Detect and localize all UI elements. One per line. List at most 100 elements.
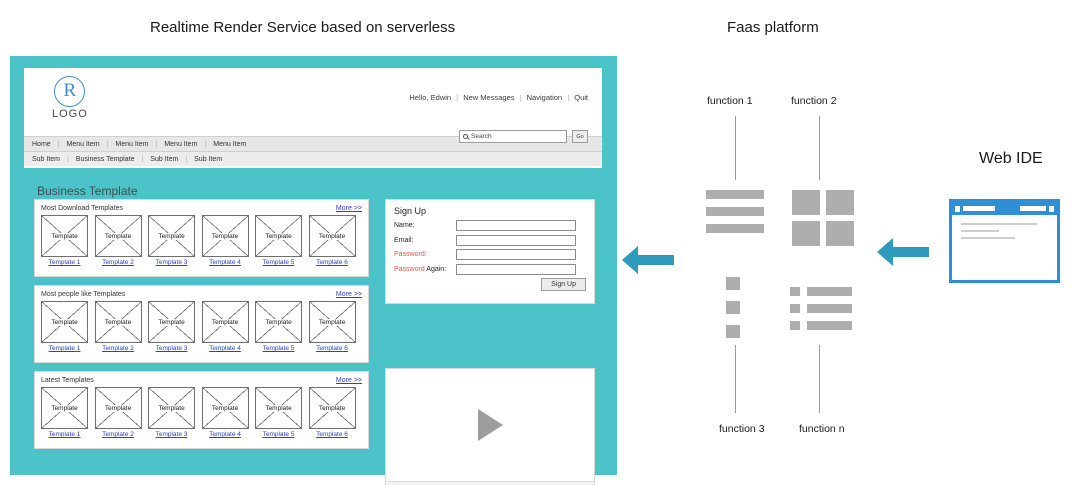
menu-item-home[interactable]: Home [32,140,51,148]
template-card[interactable]: Template Template 3 [148,301,195,352]
template-placeholder-label: Template [316,232,348,240]
search-go-button[interactable]: Go [572,130,588,143]
function-2-label: function 2 [791,95,837,107]
template-link[interactable]: Template 3 [155,345,188,352]
arrow-shaft [892,247,929,257]
list-bullet [790,321,800,330]
template-link[interactable]: Template 5 [262,431,295,438]
window-control-icon[interactable] [1049,205,1054,212]
template-link[interactable]: Template 6 [316,345,348,352]
password-again-field[interactable] [456,263,576,275]
template-placeholder-label: Template [263,232,294,240]
window-control-icon[interactable] [955,205,960,212]
template-card[interactable]: Template Template 2 [94,387,142,438]
ide-code-area[interactable] [952,215,1057,247]
template-link[interactable]: Template 6 [316,259,348,266]
template-link[interactable]: Template 1 [48,345,81,352]
template-card[interactable]: Template Template 1 [41,301,88,352]
field-label: Password: [394,251,427,258]
email-field[interactable] [456,234,576,246]
top-link-new-messages[interactable]: New Messages [463,93,515,102]
sub-menu-item-2[interactable]: Sub Item [150,155,179,163]
thumbnail-row: Template Template 1 Template Template 2 … [41,387,362,438]
template-link[interactable]: Template 3 [155,259,188,266]
square-item [726,277,740,290]
list-line [807,321,852,330]
template-card[interactable]: Template Template 6 [308,387,356,438]
template-placeholder-label: Template [102,232,134,240]
top-link-quit[interactable]: Quit [574,93,588,102]
template-placeholder-label: Template [156,318,187,326]
template-card[interactable]: Template Template 4 [201,301,249,352]
site-header: R LOGO Hello, Edwin | New Messages | Nav… [24,68,602,143]
menu-item-3[interactable]: Menu Item [164,140,198,148]
signup-actions: Sign Up [394,278,586,291]
sub-menu-item-business-template[interactable]: Business Template [75,155,135,163]
template-placeholder-image: Template [148,301,195,343]
video-stage[interactable] [386,369,594,481]
template-card[interactable]: Template Template 3 [148,215,195,266]
template-link[interactable]: Template 1 [48,259,81,266]
list-line [807,287,852,296]
template-link[interactable]: Template 5 [262,345,295,352]
more-link[interactable]: More >> [335,291,362,298]
function-1-stem [735,116,736,180]
menu-item-2[interactable]: Menu Item [115,140,149,148]
sub-menu-item-3[interactable]: Sub Item [194,155,223,163]
template-link[interactable]: Template 3 [155,431,188,438]
template-placeholder-image: Template [308,215,356,257]
right-diagram-title: Faas platform [727,19,819,36]
template-placeholder-image: Template [94,387,142,429]
template-card[interactable]: Template Template 6 [308,301,356,352]
play-icon[interactable] [477,409,503,441]
template-card[interactable]: Template Template 1 [41,387,88,438]
ide-tab[interactable] [1020,206,1046,211]
divider: | [519,93,522,102]
signup-submit-button[interactable]: Sign Up [541,278,586,291]
menu-item-1[interactable]: Menu Item [66,140,100,148]
template-group: Most people like Templates More >> Templ… [34,285,369,363]
template-link[interactable]: Template 2 [102,431,134,438]
ide-tab[interactable] [963,206,995,211]
template-card[interactable]: Template Template 5 [255,215,302,266]
signup-form: Sign Up Name: Email: Password: Password … [385,199,595,304]
menu-item-4[interactable]: Menu Item [213,140,247,148]
name-field[interactable] [456,220,576,231]
template-placeholder-label: Template [102,404,134,412]
template-placeholder-label: Template [49,232,80,240]
template-link[interactable]: Template 5 [262,259,295,266]
template-link[interactable]: Template 6 [316,431,348,438]
field-label: Password Again: [394,265,447,273]
template-link[interactable]: Template 4 [209,259,241,266]
template-card[interactable]: Template Template 4 [201,215,249,266]
template-link[interactable]: Template 2 [102,345,134,352]
template-card[interactable]: Template Template 3 [148,387,195,438]
template-card[interactable]: Template Template 6 [308,215,356,266]
template-link[interactable]: Template 1 [48,431,81,438]
thumbnail-row: Template Template 1 Template Template 2 … [41,301,362,352]
template-card[interactable]: Template Template 5 [255,301,302,352]
template-card[interactable]: Template Template 4 [201,387,249,438]
more-link[interactable]: More >> [335,205,362,212]
more-link[interactable]: More >> [335,377,362,384]
template-link[interactable]: Template 2 [102,259,134,266]
password-field[interactable] [456,249,576,260]
divider: | [204,140,207,148]
list-row [790,304,852,313]
divider: | [155,140,158,148]
top-link-navigation[interactable]: Navigation [526,93,563,102]
logo-label: LOGO [52,108,88,120]
template-card[interactable]: Template Template 2 [94,301,142,352]
template-card[interactable]: Template Template 2 [94,215,142,266]
template-card[interactable]: Template Template 1 [41,215,88,266]
search-input[interactable]: Search [459,130,567,143]
template-link[interactable]: Template 4 [209,431,241,438]
template-placeholder-label: Template [263,404,294,412]
template-link[interactable]: Template 4 [209,345,241,352]
video-player [385,368,595,485]
template-placeholder-image: Template [41,215,88,257]
grid-cell [826,221,854,246]
template-card[interactable]: Template Template 5 [255,387,302,438]
thumbnail-row: Template Template 1 Template Template 2 … [41,215,362,266]
sub-menu-item-0[interactable]: Sub Item [32,155,61,163]
